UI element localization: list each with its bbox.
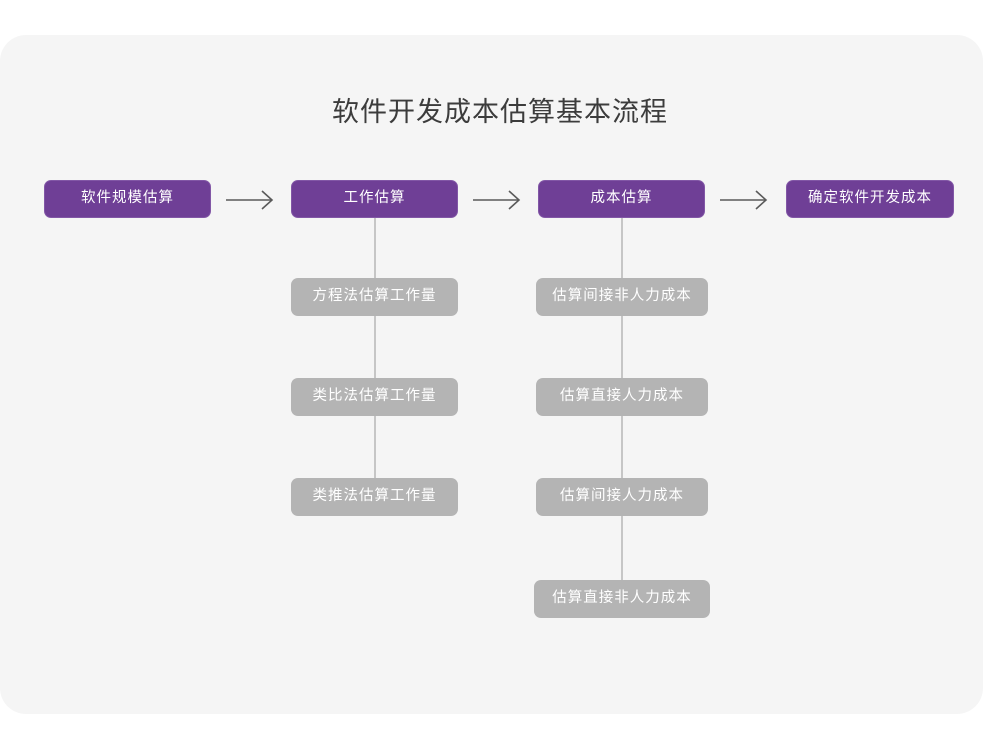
flow-node-work-2[interactable]: 类比法估算工作量	[291, 378, 458, 416]
flow-node-cost-1[interactable]: 估算间接非人力成本	[536, 278, 708, 316]
flow-node-label: 确定软件开发成本	[808, 190, 932, 207]
flow-node-step-3[interactable]: 成本估算	[538, 180, 705, 218]
flow-node-label: 类比法估算工作量	[312, 388, 437, 405]
flow-node-label: 软件规模估算	[81, 190, 174, 207]
flow-node-label: 类推法估算工作量	[312, 488, 437, 505]
right-arrow-icon	[716, 185, 776, 215]
connector-line-cost-1	[621, 216, 623, 278]
flow-node-step-2[interactable]: 工作估算	[291, 180, 458, 218]
connector-line-work-3	[374, 416, 376, 478]
page-title: 软件开发成本估算基本流程	[332, 97, 668, 127]
right-arrow-icon	[222, 185, 282, 215]
flow-node-label: 估算直接人力成本	[560, 388, 684, 405]
flow-node-label: 估算间接非人力成本	[552, 288, 692, 305]
flow-node-cost-2[interactable]: 估算直接人力成本	[536, 378, 708, 416]
flow-node-label: 成本估算	[590, 190, 653, 207]
flow-node-cost-3[interactable]: 估算间接人力成本	[536, 478, 708, 516]
flow-node-label: 估算直接非人力成本	[552, 590, 692, 607]
connector-line-work-1	[374, 216, 376, 278]
connector-line-cost-2	[621, 316, 623, 378]
flow-node-label: 估算间接人力成本	[560, 488, 684, 505]
flow-node-label: 工作估算	[343, 190, 406, 207]
content-card	[0, 35, 983, 714]
connector-line-cost-3	[621, 416, 623, 478]
flow-node-step-4[interactable]: 确定软件开发成本	[786, 180, 954, 218]
flow-node-work-3[interactable]: 类推法估算工作量	[291, 478, 458, 516]
flow-node-work-1[interactable]: 方程法估算工作量	[291, 278, 458, 316]
flow-node-cost-4[interactable]: 估算直接非人力成本	[534, 580, 710, 618]
flow-node-step-1[interactable]: 软件规模估算	[44, 180, 211, 218]
connector-line-work-2	[374, 316, 376, 378]
right-arrow-icon	[469, 185, 529, 215]
connector-line-cost-4	[621, 516, 623, 580]
flow-node-label: 方程法估算工作量	[312, 288, 437, 305]
